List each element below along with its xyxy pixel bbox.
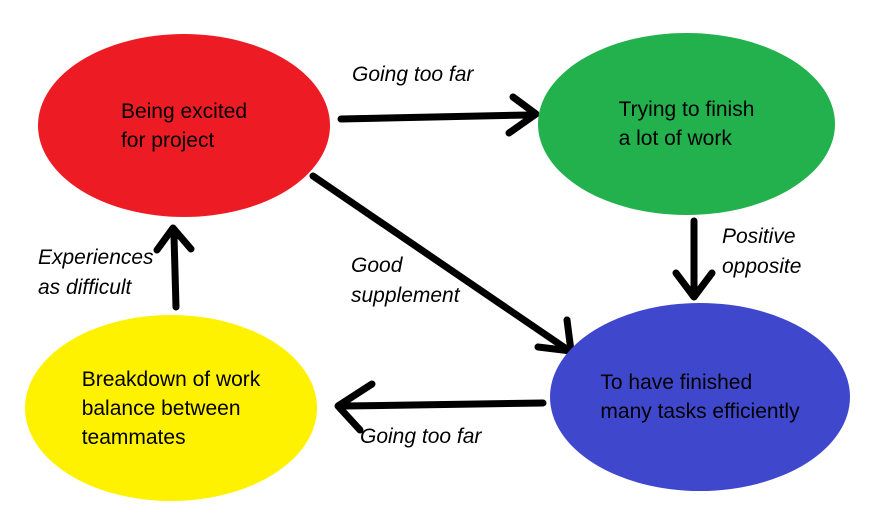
edge-label-breakdown-to-excited: Experiences as difficult: [38, 246, 154, 299]
edge-label-finished-to-breakdown: Going too far: [360, 425, 482, 448]
node-finished-tasks-label: To have finished many tasks efficiently: [600, 371, 800, 423]
arrow-excited-to-trying: [337, 93, 540, 137]
edge-label-excited-to-finished: Good supplement: [351, 254, 460, 307]
node-work-breakdown-label: Breakdown of work balance between teamma…: [81, 367, 261, 449]
arrow-finished-to-breakdown: [334, 380, 547, 434]
node-finished-tasks: To have finished many tasks efficiently: [550, 303, 850, 491]
edge-label-trying-to-finished: Positive opposite: [722, 225, 802, 278]
node-trying-to-finish-label: Trying to finish a lot of work: [618, 98, 755, 150]
node-trying-to-finish: Trying to finish a lot of work: [538, 33, 835, 215]
node-being-excited-label: Being excited for project: [120, 99, 248, 152]
arrow-trying-to-finished: [672, 217, 716, 301]
node-work-breakdown: Breakdown of work balance between teamma…: [25, 315, 317, 501]
arrow-breakdown-to-excited: [153, 224, 195, 311]
edge-label-excited-to-trying: Going too far: [352, 63, 474, 86]
node-being-excited: Being excited for project: [38, 34, 330, 217]
